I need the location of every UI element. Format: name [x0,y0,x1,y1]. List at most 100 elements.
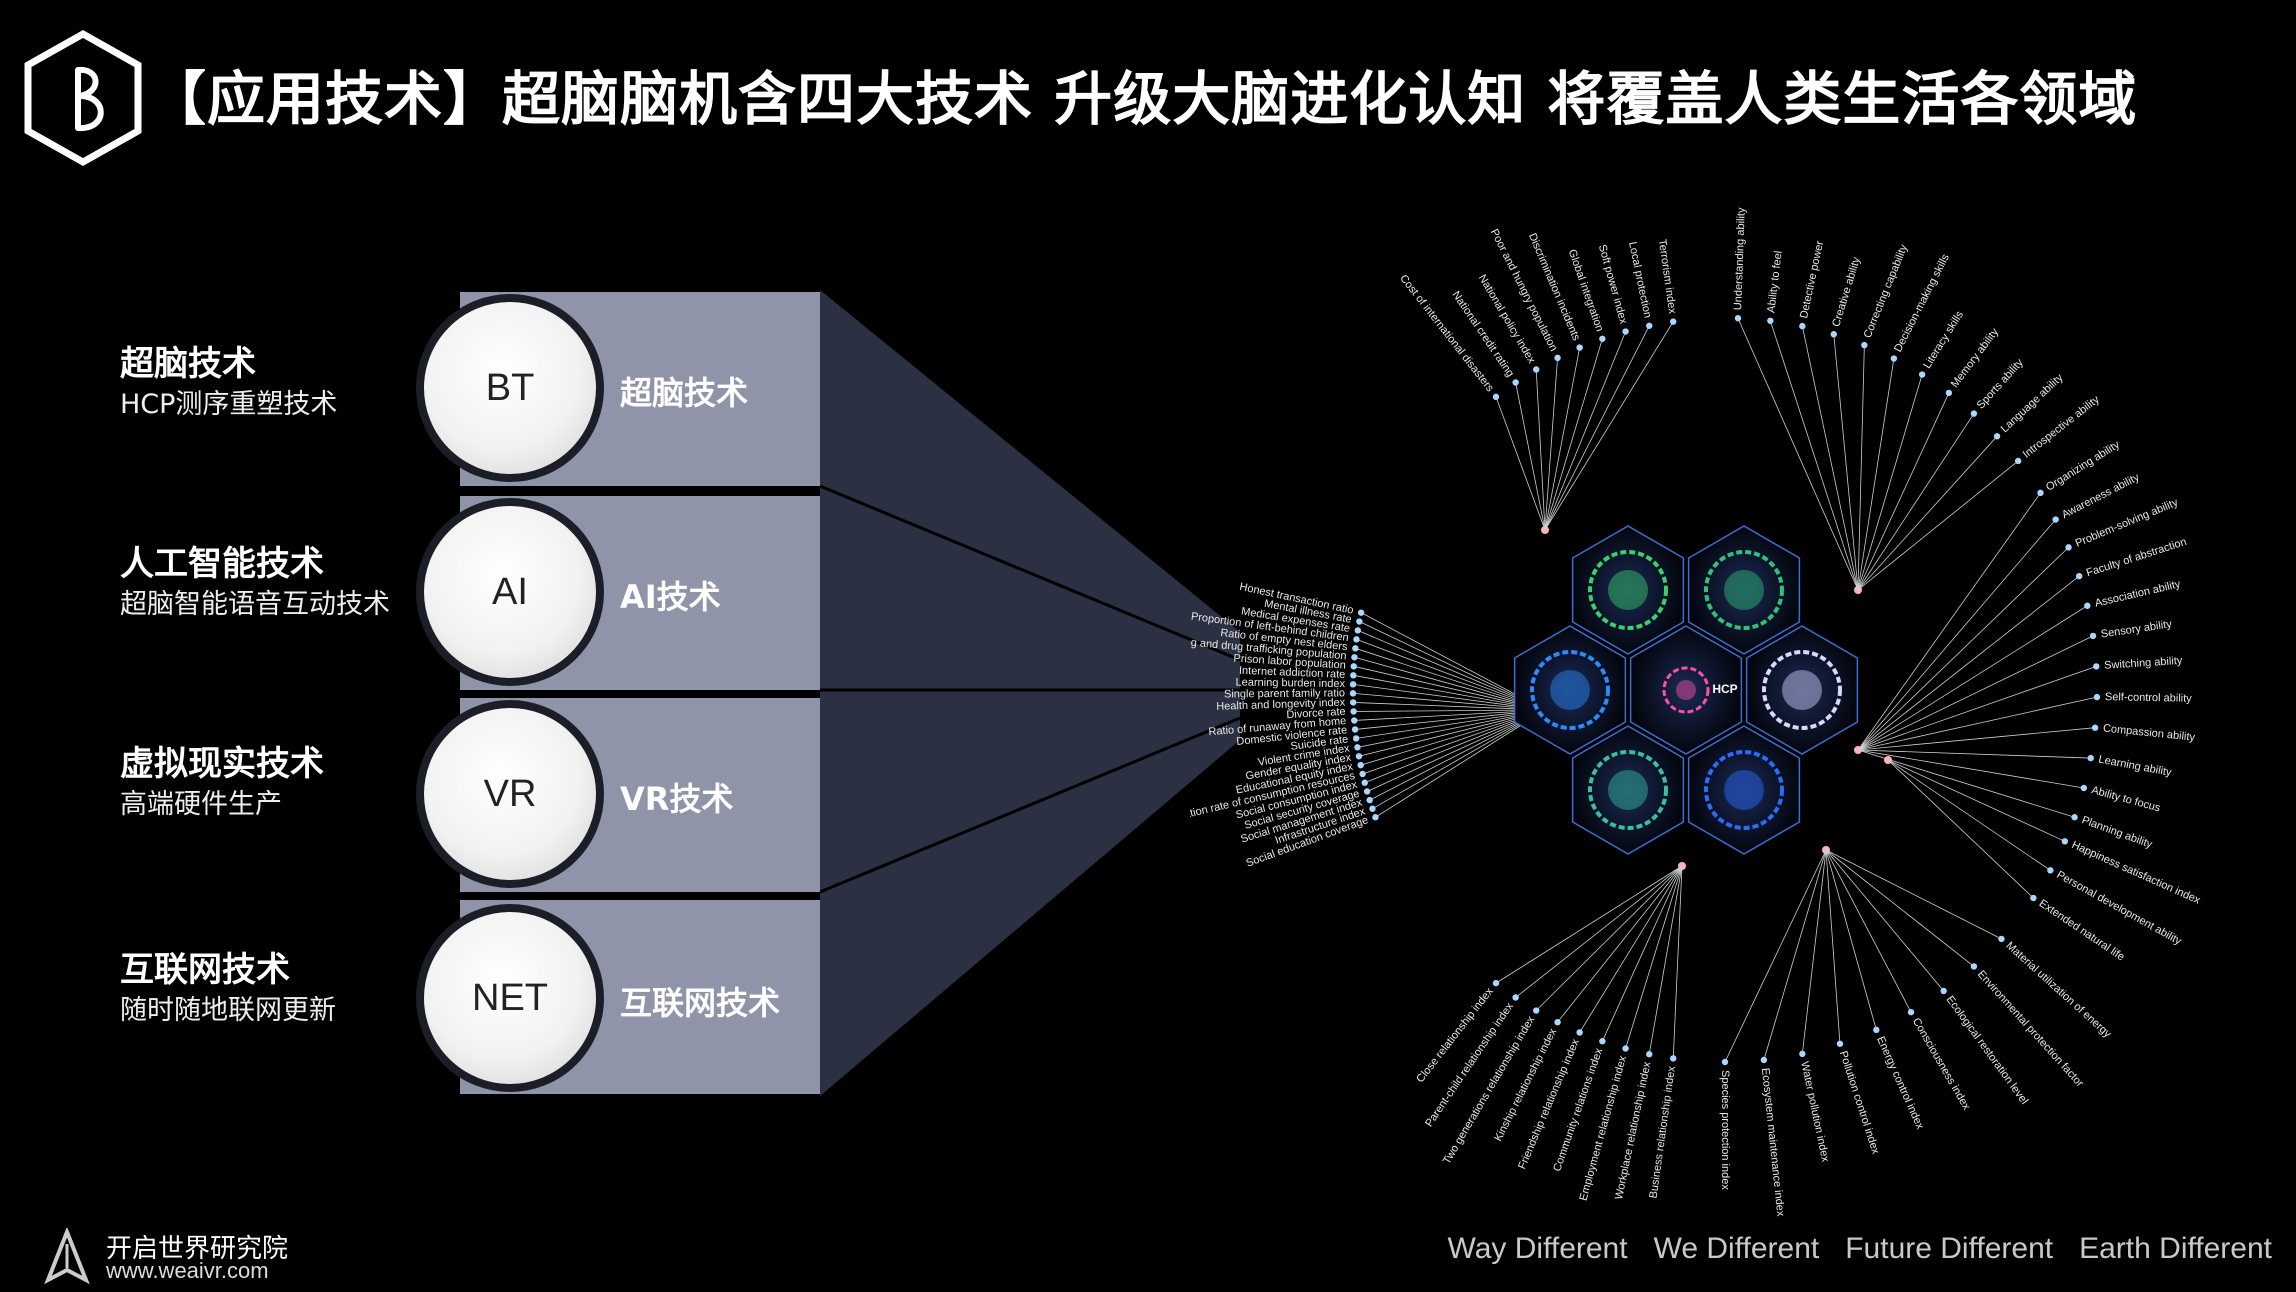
leaf-label: Business relationship index [1648,1065,1679,1199]
branch-line [1887,759,2066,842]
slogan: Future Different [1845,1232,2054,1265]
branch-line [1887,759,2034,899]
brain-radial-diagram: Cost of international disastersNational … [1190,207,2202,1218]
branch-line [1857,519,2056,751]
leaf-node [1349,681,1357,688]
badge-ai: AI [416,498,604,686]
rocket-logo-icon [44,1226,90,1285]
branch-line [1825,849,1975,967]
branch-line [1544,338,1603,531]
org-name: 开启世界研究院 [106,1234,289,1264]
leaf-node [2075,572,2083,580]
leaf-node [1873,1026,1880,1034]
leaf-node [1970,963,1978,970]
leaf-label: Switching ability [2104,655,2183,672]
branch-line [1825,849,1841,1044]
leaf-node [1599,1038,1606,1045]
leaf-label: Understanding ability [1732,207,1748,311]
leaf-node [1512,994,1519,1001]
slogan: We Different [1653,1232,1820,1265]
leaf-node [2047,867,2054,874]
branch-line [1544,347,1581,531]
branch-line [1857,727,2096,751]
leaf-node [1351,654,1358,661]
leaf-label: Kinship relationship index [1492,1026,1559,1143]
branch-line [1535,865,1683,1011]
org-url: www.weaivr.com [106,1258,269,1283]
leaf-label: Detective power [1798,240,1826,320]
leaf-node [1361,779,1368,786]
branch-line [1857,392,1950,591]
branch-line [1857,749,2091,759]
leaf-node [1646,322,1653,329]
leaf-node [1356,618,1363,625]
leaf-label: Learning burden index [1235,676,1345,690]
branch-line [1857,575,2080,751]
panel-label-vr: VR技术 [620,780,734,818]
leaf-node [1554,354,1561,362]
hexagon-b-logo-icon [24,29,142,167]
funnel-graphic [819,290,1241,1096]
leaf-node [1646,1051,1653,1058]
leaf-node [1354,627,1362,634]
leaf-node [1890,355,1898,362]
tech-item-net: 互联网技术 随时随地联网更新 [120,948,420,1030]
tech-item-ai: 人工智能技术 超脑智能语音互动技术 [120,542,420,624]
leaf-label: Sports ability [1975,356,2026,411]
branch-line [1825,849,1944,992]
branch-line [1857,605,2088,751]
hexagon-ring-icon [1530,650,1610,730]
hexagon-core-icon [1608,770,1648,810]
brain-hexagon [1513,625,1627,755]
branch-line [1737,318,1859,591]
page-title: 【应用技术】超脑脑机含四大技术 升级大脑进化认知 将覆盖人类生活各领域 [148,65,2138,133]
branch-line [1857,374,1923,591]
leaf-node [1350,663,1357,670]
branch-line [1825,849,1877,1030]
branch-line [1857,460,2019,591]
hexagon-ring-icon [1588,750,1668,830]
leaf-node [2084,602,2091,609]
brain-hexagon [1745,625,1859,755]
branch-line [1724,849,1827,1063]
leaf-node [1351,717,1358,724]
hexagon-core-icon [1782,670,1822,710]
tech-heading: 虚拟现实技术 [120,744,324,784]
branch-line [1801,849,1827,1054]
leaf-node [1830,331,1837,338]
brain-hexagon [1687,525,1801,655]
leaf-node [1492,393,1500,401]
slogan: Way Different [1447,1232,1628,1265]
leaf-node [1350,672,1357,679]
leaf-label: Association ability [2094,578,2182,610]
hexagon-ring-icon [1762,650,1842,730]
leaf-label: Memory ability [1949,326,2002,390]
hexagon-ring-icon [1588,550,1668,630]
branch-line [1601,865,1683,1042]
branch-line [1535,369,1546,531]
leaf-node [2093,693,2101,701]
hexagon-ring-icon [1662,666,1710,714]
leaf-label: Compassion ability [2102,722,2196,743]
panel-label-net: 互联网技术 [620,984,781,1022]
brain-hexagon [1629,625,1743,755]
leaf-node [1350,708,1357,715]
leaf-node [1622,1045,1629,1052]
brain-hexagon [1687,725,1801,855]
tech-heading: 人工智能技术 [120,544,324,584]
leaf-label: Ability to feel [1765,250,1785,313]
leaf-node [2093,663,2100,670]
leaf-node [1351,726,1359,733]
branch-line [1833,334,1859,591]
hcp-center-label: HCP [1712,682,1737,696]
leaf-label: Health and longevity index [1216,697,1346,713]
leaf-label: Ability to focus [2090,784,2162,814]
leaf-label: Species protection index [1719,1070,1731,1190]
leaf-node [2080,784,2088,792]
leaf-node [1907,1008,1915,1016]
leaf-node [2089,632,2097,640]
tech-subtitle: 高端硬件生产 [120,789,282,820]
panel-label-ai: AI技术 [620,578,721,616]
leaf-node [1357,761,1364,769]
brain-hexagon [1571,725,1685,855]
